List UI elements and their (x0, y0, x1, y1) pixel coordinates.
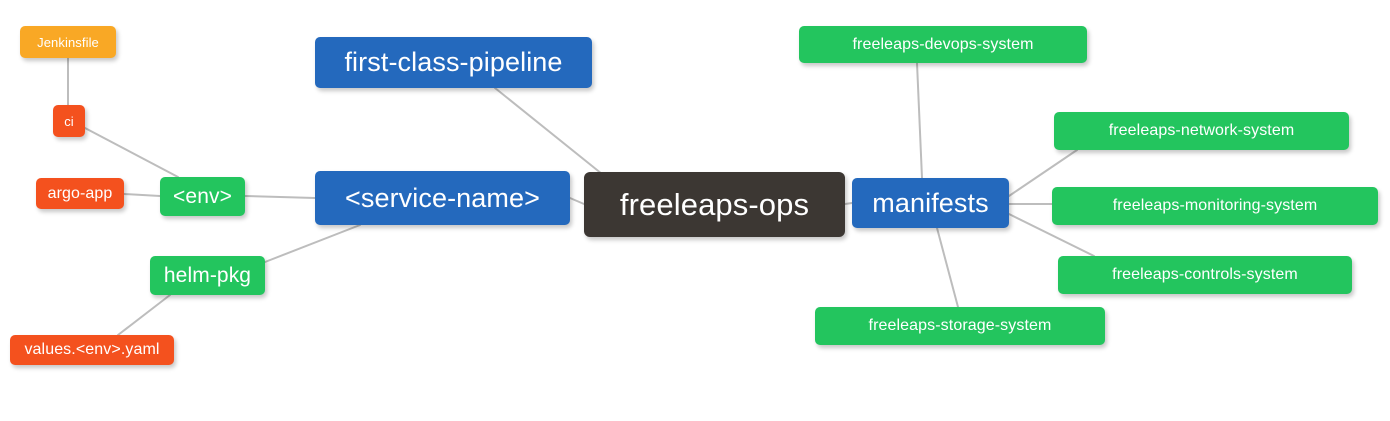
mindmap-node-label: freeleaps-ops (619, 187, 810, 222)
mindmap-node-jenkinsfile[interactable]: Jenkinsfile (20, 26, 116, 58)
mindmap-node-freeleaps-network-system[interactable]: freeleaps-network-system (1054, 112, 1349, 150)
mindmap-node-values-env-yaml[interactable]: values.<env>.yaml (10, 335, 174, 365)
mindmap-node-manifests[interactable]: manifests (852, 178, 1009, 228)
mindmap-node-freeleaps-devops-system[interactable]: freeleaps-devops-system (799, 26, 1087, 63)
mindmap-node-label: ci (64, 113, 74, 129)
mindmap-node-argo-app[interactable]: argo-app (36, 178, 124, 209)
mindmap-node-root[interactable]: freeleaps-ops (584, 172, 845, 237)
mindmap-node-label: freeleaps-storage-system (868, 317, 1052, 334)
edge-manifests-to-freeleaps-storage-system (936, 227, 959, 308)
mindmap-node-freeleaps-monitoring-system[interactable]: freeleaps-monitoring-system (1052, 187, 1378, 225)
mindmap-node-freeleaps-storage-system[interactable]: freeleaps-storage-system (815, 307, 1105, 345)
edge-env-to-argo-app (123, 193, 161, 197)
edge-env-to-ci (84, 127, 179, 178)
mindmap-node-label: first-class-pipeline (344, 47, 563, 77)
mindmap-node-ci[interactable]: ci (53, 105, 85, 137)
mindmap-node-label: freeleaps-controls-system (1112, 266, 1298, 283)
mindmap-node-label: freeleaps-devops-system (852, 35, 1034, 53)
mindmap-node-label: manifests (872, 187, 989, 218)
mindmap-node-service-name[interactable]: <service-name> (315, 171, 570, 225)
edge-service-name-to-helm-pkg (264, 224, 361, 263)
edge-root-to-first-class-pipeline (494, 87, 608, 179)
mindmap-node-label: argo-app (47, 184, 113, 202)
mindmap-node-label: Jenkinsfile (37, 34, 99, 50)
edge-manifests-to-freeleaps-devops-system (916, 62, 923, 179)
edge-service-name-to-env (244, 195, 316, 199)
mindmap-node-label: freeleaps-monitoring-system (1112, 197, 1318, 214)
mindmap-node-freeleaps-controls-system[interactable]: freeleaps-controls-system (1058, 256, 1352, 294)
mindmap-node-label: freeleaps-network-system (1108, 122, 1295, 139)
mindmap-node-label: <service-name> (345, 182, 540, 213)
mindmap-node-label: values.<env>.yaml (24, 341, 160, 358)
edge-helm-pkg-to-values-env-yaml (117, 294, 171, 336)
edge-root-to-service-name (569, 197, 585, 205)
mindmap-node-label: <env> (173, 185, 232, 208)
edge-root-to-manifests (844, 202, 853, 205)
mindmap-node-label: helm-pkg (163, 264, 252, 287)
mindmap-node-helm-pkg[interactable]: helm-pkg (150, 256, 265, 295)
mindmap-node-env[interactable]: <env> (160, 177, 245, 216)
mindmap-node-first-class-pipeline[interactable]: first-class-pipeline (315, 37, 592, 88)
